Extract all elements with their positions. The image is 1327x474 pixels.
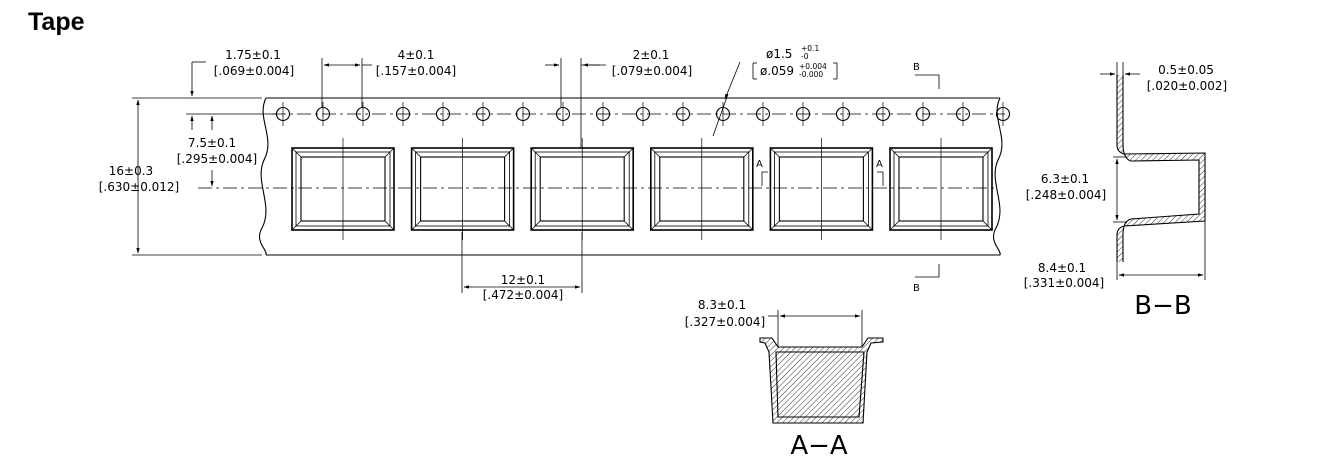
pocket-depth-metric: 6.3±0.1: [1041, 172, 1089, 186]
sprocket-hole: [995, 102, 1011, 126]
hole-diameter-metric: ø1.5: [766, 47, 792, 61]
sprocket-hole: [635, 102, 651, 126]
hole-edge-metric: 1.75±0.1: [225, 48, 281, 62]
dim-hole-to-pocket: 2±0.1 [.079±0.004]: [545, 48, 692, 148]
pocket: [769, 138, 874, 240]
pocket-pitch-metric: 12±0.1: [501, 273, 545, 287]
pocket: [530, 138, 635, 240]
dim-pocket-pitch: 12±0.1 [.472±0.004]: [461, 232, 583, 302]
pocket-length-inch: [.331±0.004]: [1024, 276, 1105, 290]
pockets: [291, 138, 993, 240]
section-markers-b: B B: [913, 62, 940, 294]
hole-diameter-metric-upper: +0.1: [801, 44, 819, 53]
pocket: [410, 138, 515, 240]
section-bb-inner: [1122, 75, 1200, 262]
pocket: [889, 138, 993, 240]
hole-diameter-inch: ø.059: [760, 64, 794, 78]
sprocket-hole: [835, 102, 851, 126]
thickness-inch: [.020±0.002]: [1147, 79, 1228, 93]
section-bb-outer: [1116, 75, 1206, 262]
hole-to-center-metric: 7.5±0.1: [188, 136, 236, 150]
sprocket-hole: [435, 102, 451, 126]
pocket-length-metric: 8.4±0.1: [1038, 261, 1086, 275]
hole-to-pocket-metric: 2±0.1: [633, 48, 670, 62]
dim-hole-diameter: ø1.5 +0.1 -0 ø.059 +0.004 -0.000: [712, 44, 838, 137]
hole-diameter-inch-upper: +0.004: [799, 62, 827, 71]
section-bb-view: 0.5±0.05 [.020±0.002] 6.3±0.1 [.248±0.00…: [1024, 62, 1228, 321]
section-aa-hatch-outer: [760, 338, 883, 423]
sprocket-hole: [675, 102, 691, 126]
sprocket-hole: [395, 102, 411, 126]
pocket-depth-inch: [.248±0.004]: [1026, 188, 1107, 202]
section-aa-inner: [775, 351, 865, 418]
hole-edge-inch: [.069±0.004]: [214, 64, 295, 78]
sprocket-hole: [955, 102, 971, 126]
pocket-pitch-inch: [.472±0.004]: [483, 288, 564, 302]
section-bb-hatch: [1117, 75, 1205, 262]
section-aa-label: A−A: [790, 431, 848, 461]
section-mark-b-top: B: [913, 62, 920, 73]
hole-to-pocket-inch: [.079±0.004]: [612, 64, 693, 78]
pocket: [291, 138, 395, 240]
sprocket-hole: [515, 102, 531, 126]
section-mark-a-right: A: [876, 159, 883, 170]
dim-hole-pitch: 4±0.1 [.157±0.004]: [321, 48, 457, 108]
thickness-metric: 0.5±0.05: [1158, 63, 1214, 77]
dim-hole-to-center: 7.5±0.1 [.295±0.004]: [177, 115, 258, 187]
tape-width-metric: 16±0.3: [109, 164, 153, 178]
sprocket-hole: [595, 102, 611, 126]
tape-width-inch: [.630±0.012]: [99, 180, 180, 194]
hole-diameter-metric-lower: -0: [801, 52, 809, 61]
page-title: Tape: [28, 8, 85, 36]
sprocket-hole: [475, 102, 491, 126]
sprocket-hole: [795, 102, 811, 126]
section-markers-a: A A: [756, 159, 884, 186]
section-mark-a-left: A: [756, 159, 763, 170]
pocket-width-metric: 8.3±0.1: [698, 298, 746, 312]
sprocket-hole: [755, 102, 771, 126]
sprocket-holes: [275, 102, 1011, 126]
hole-pitch-metric: 4±0.1: [398, 48, 435, 62]
section-bb-label: B−B: [1134, 291, 1191, 321]
break-line-right: [992, 97, 1003, 256]
hole-to-center-inch: [.295±0.004]: [177, 152, 258, 166]
sprocket-hole: [555, 102, 571, 126]
sprocket-hole: [355, 102, 371, 126]
tape-top-view: [198, 97, 1011, 256]
sprocket-hole: [915, 102, 931, 126]
dim-tape-width: 16±0.3 [.630±0.012]: [99, 97, 262, 256]
sprocket-hole: [875, 102, 891, 126]
hole-diameter-inch-lower: -0.000: [799, 70, 823, 79]
section-mark-b-bottom: B: [913, 283, 920, 294]
pocket: [649, 138, 754, 240]
sprocket-hole: [315, 102, 331, 126]
break-line-left: [258, 97, 269, 256]
section-aa-view: 8.3±0.1 [.327±0.004] A−A: [685, 298, 884, 461]
dim-hole-edge: 1.75±0.1 [.069±0.004]: [186, 48, 294, 130]
hole-pitch-inch: [.157±0.004]: [376, 64, 457, 78]
pocket-width-inch: [.327±0.004]: [685, 315, 766, 329]
